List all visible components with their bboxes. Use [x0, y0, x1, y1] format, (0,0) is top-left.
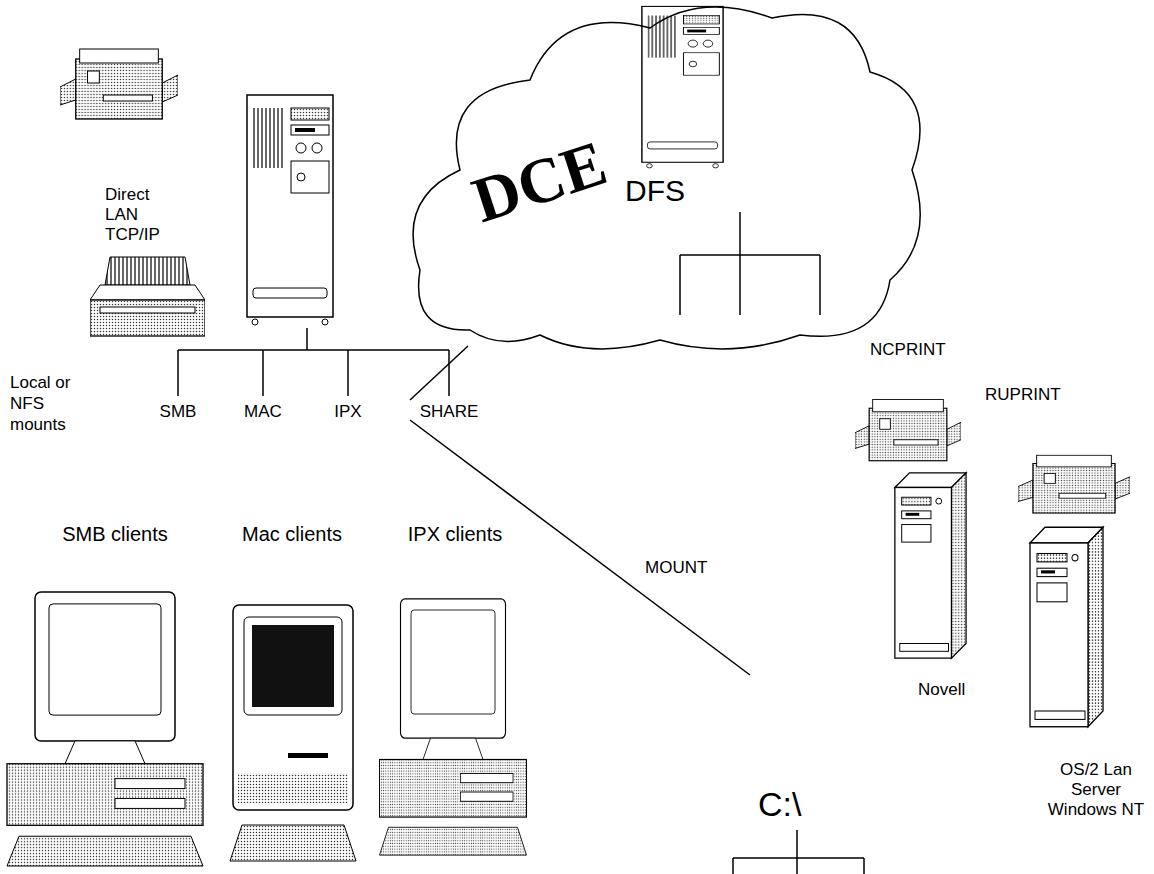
label-text: SMB: [160, 402, 197, 422]
server-tower: [247, 95, 333, 325]
ipx-client: [380, 599, 527, 855]
label-text: SMB clients: [62, 524, 168, 544]
smb-client: [7, 592, 203, 866]
link-lines: [410, 346, 750, 675]
laser-printer: [60, 49, 1130, 513]
label-text: MOUNT: [645, 558, 707, 578]
cloud-region: DCE DFS: [400, 0, 930, 350]
dfs-server: [642, 6, 723, 167]
label-text: Mac clients: [242, 524, 342, 544]
label-text: IPX: [334, 402, 361, 422]
label-text: Novell: [918, 680, 965, 700]
label-text: NCPRINT: [870, 340, 946, 360]
label-text: IPX clients: [408, 524, 502, 544]
label-text: Local or NFS mounts: [10, 372, 88, 435]
tree-lines: [178, 212, 864, 874]
label-text: Direct LAN TCP/IP: [105, 185, 160, 245]
label-text: MAC: [244, 402, 282, 422]
dot-matrix-printer: [90, 257, 205, 336]
dce-title: DCE: [465, 131, 613, 234]
label-text: RUPRINT: [985, 385, 1061, 405]
novell-server: [895, 473, 966, 658]
label-text: SHARE: [420, 402, 479, 422]
os2-server: [1030, 527, 1103, 727]
dfs-label: DFS: [625, 176, 685, 206]
label-text: C:\: [758, 784, 801, 824]
mac-client: [230, 605, 356, 861]
label-text: OS/2 Lan Server Windows NT: [1044, 760, 1148, 820]
